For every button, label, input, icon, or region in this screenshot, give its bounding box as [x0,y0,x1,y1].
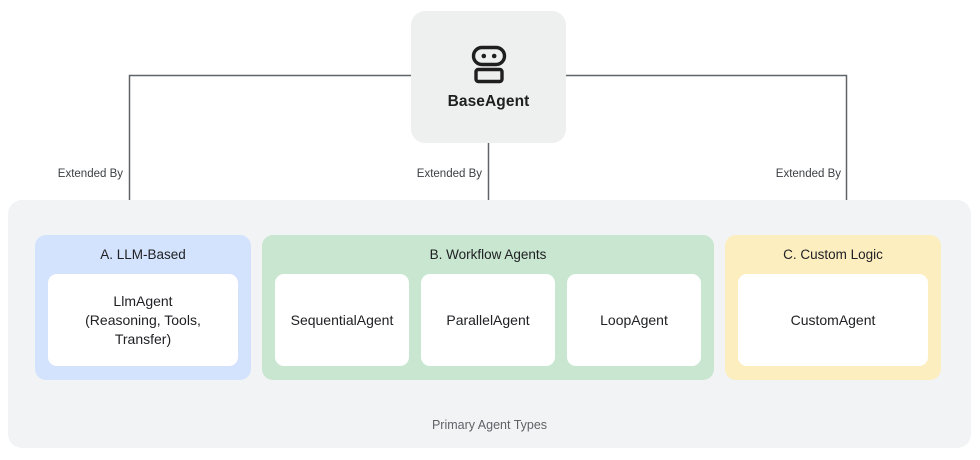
group-title-custom-logic: C. Custom Logic [783,247,883,262]
card-sequential-agent-title: SequentialAgent [290,311,394,328]
edge-label-workflow: Extended By [416,168,482,180]
group-cards-workflow-agents: SequentialAgent ParallelAgent LoopAgent [275,274,701,367]
card-llm-agent-subtitle: (Reasoning, Tools, Transfer) [85,311,201,347]
card-loop-agent[interactable]: LoopAgent [567,274,701,367]
edge-label-custom: Extended By [775,168,841,180]
primary-agent-types-container: A. LLM-Based LlmAgent (Reasoning, Tools,… [8,200,971,448]
card-custom-agent[interactable]: CustomAgent [738,274,928,367]
agent-group-row: A. LLM-Based LlmAgent (Reasoning, Tools,… [35,235,941,381]
group-cards-llm-based: LlmAgent (Reasoning, Tools, Transfer) [48,274,238,367]
card-custom-agent-title: CustomAgent [790,311,876,328]
group-title-llm-based: A. LLM-Based [100,247,186,262]
group-custom-logic[interactable]: C. Custom Logic CustomAgent [725,235,941,381]
group-cards-custom-logic: CustomAgent [738,274,928,367]
robot-icon [471,45,506,84]
card-llm-agent[interactable]: LlmAgent (Reasoning, Tools, Transfer) [48,274,238,367]
card-llm-agent-title: LlmAgent [113,292,173,309]
edge-label-llm: Extended By [57,168,123,180]
base-agent-label: BaseAgent [447,93,530,110]
group-workflow-agents[interactable]: B. Workflow Agents SequentialAgent Paral… [262,235,714,381]
container-caption: Primary Agent Types [431,418,548,432]
base-agent-node[interactable]: BaseAgent [411,11,566,143]
card-sequential-agent[interactable]: SequentialAgent [275,274,409,367]
card-parallel-agent-title: ParallelAgent [446,311,530,328]
group-title-workflow-agents: B. Workflow Agents [429,247,547,262]
card-parallel-agent[interactable]: ParallelAgent [421,274,555,367]
group-llm-based[interactable]: A. LLM-Based LlmAgent (Reasoning, Tools,… [35,235,251,381]
card-loop-agent-title: LoopAgent [600,311,668,328]
card-llm-agent-text: LlmAgent (Reasoning, Tools, Transfer) [56,292,230,349]
